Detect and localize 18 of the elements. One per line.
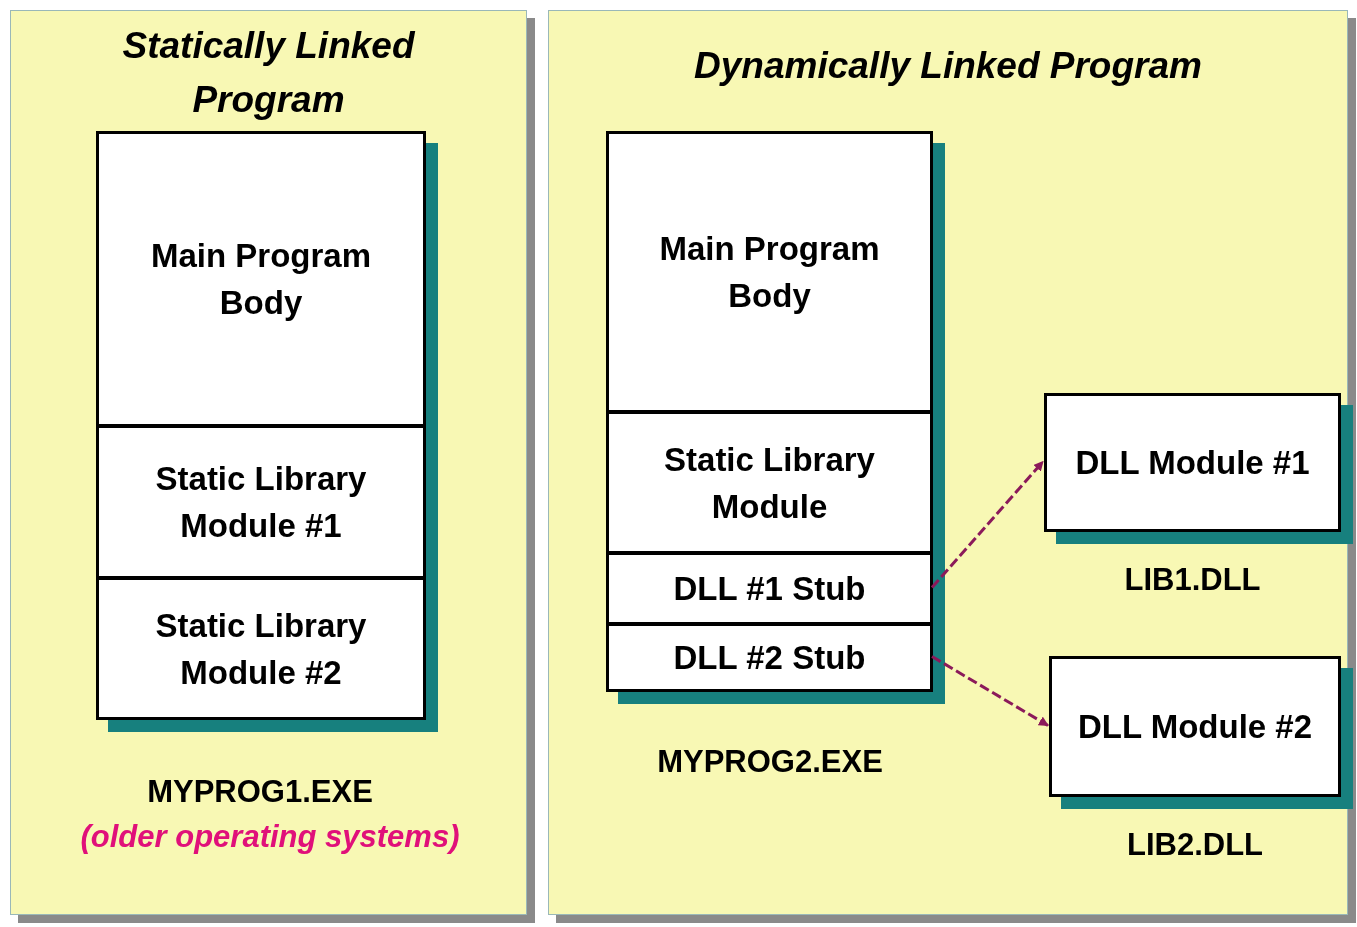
module-label: DLL #1 Stub [673, 569, 866, 609]
panel-title: Dynamically Linked Program [693, 44, 1203, 88]
module-label: Main Program Body [149, 236, 372, 323]
module-label: DLL Module #1 [1075, 443, 1310, 483]
arrow [930, 460, 1045, 589]
file-name: MYPROG2.EXE [656, 743, 884, 781]
file-name: LIB1.DLL [1123, 561, 1262, 599]
module-label: DLL Module #2 [1077, 707, 1313, 747]
module-label: Static Library Module [663, 439, 876, 527]
arrow [931, 655, 1049, 727]
module-label: Main Program Body [658, 229, 881, 316]
module-label: DLL #2 Stub [673, 638, 866, 678]
file-name: MYPROG1.EXE [146, 773, 374, 811]
module-label: Static Library Module #1 [154, 459, 368, 546]
note-text: (older operating systems) [79, 818, 461, 856]
module-label: Static Library Module #2 [154, 605, 368, 693]
file-name: LIB2.DLL [1125, 826, 1265, 864]
panel-title: Statically Linked Program [121, 24, 416, 122]
